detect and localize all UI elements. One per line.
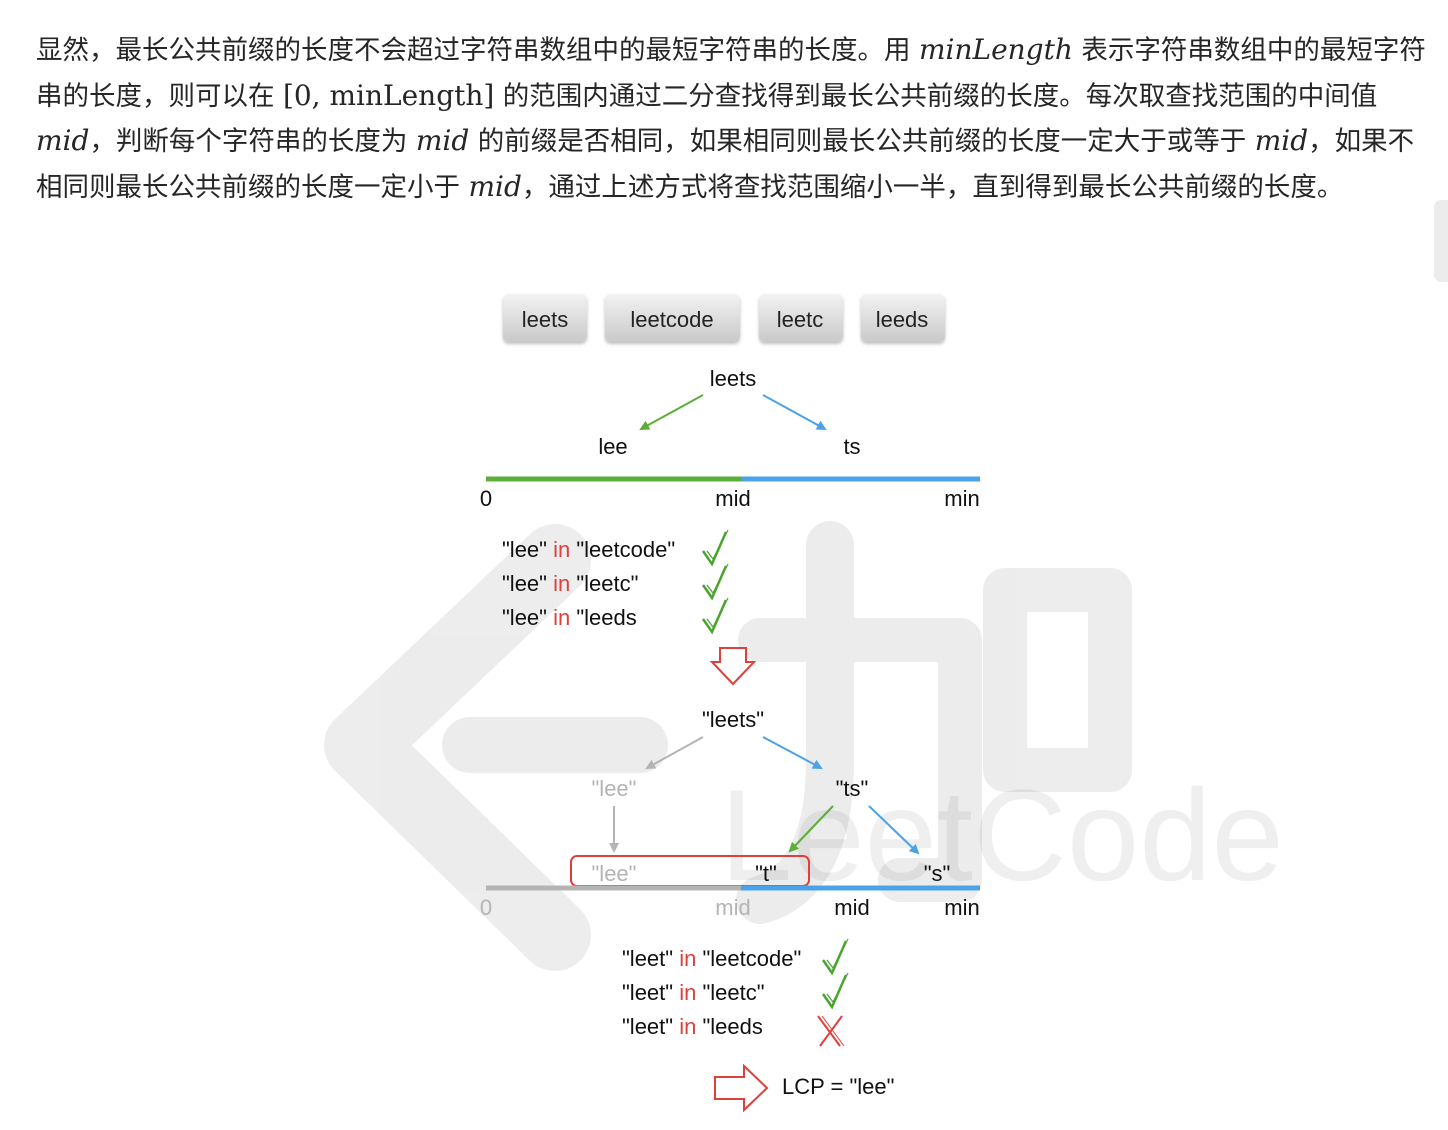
step2-right-label: "ts" [836,776,869,801]
word-label: leetc [777,307,823,332]
checkmark-icon-shadow [706,597,729,629]
step1-check-row-3: "lee" in "leeds [502,597,729,635]
step2-arrow-s [868,805,920,855]
step2-s-label: "s" [924,861,951,886]
down-arrow-icon [709,647,757,686]
word-box-3: leetc [759,294,843,342]
step2-root: "leets" [702,707,764,732]
step1-check-row-2: "lee" in "leetc" [502,563,729,601]
math-range: [0, minLength] [282,78,495,112]
word-label: leetcode [630,307,713,332]
step1-arrow-left [639,394,704,430]
step2-arrow-right [762,736,823,769]
step2-arrow-t [788,805,834,853]
checkmark-icon-shadow [826,972,849,1004]
word-label: leets [522,307,568,332]
checkmark-icon [821,940,848,976]
checkmark-icon-shadow [706,563,729,595]
axis-min: min [944,486,979,511]
word-box-4: leeds [861,294,945,342]
text-segment: ，判断每个字符串的长度为 [89,126,408,157]
step1-right-label: ts [843,434,860,459]
checkmark-icon-shadow [826,938,849,970]
svg-text:"lee" in "leetcode": "lee" in "leetcode" [502,537,675,562]
text-segment: ，如果不相同则最长公共前缀的长度一定小于 [36,126,1415,203]
math-mid: mid [36,124,90,157]
axis-zero: 0 [480,895,492,920]
step2-check-row-1: "leet" in "leetcode" [622,938,849,976]
step2-check-row-2: "leet" in "leetc" [622,972,849,1010]
step1-arrow-right [762,394,827,430]
text-segment: 表示字符串数组中的最短字符串的长度，则可以在 [36,35,1426,112]
text-segment: 的前缀是否相同，如果相同则最长公共前缀的长度一定大于或等于 [477,126,1247,157]
step2-arrow-left [645,736,704,769]
step1-check-row-1: "lee" in "leetcode" [502,529,729,567]
step2-left-label: "lee" [592,776,637,801]
step2-left-down-label: "lee" [592,861,637,886]
text-segment: 显然，最长公共前缀的长度不会超过字符串数组中的最短字符串的长度。用 [36,35,911,66]
axis-old-mid: mid [715,895,750,920]
word-label: leeds [876,307,929,332]
math-mid: mid [468,169,522,203]
math-mid: mid [1254,124,1309,157]
text-segment: ，通过上述方式将查找范围缩小一半，直到得到最长公共前缀的长度。 [521,171,1344,203]
text-segment: 的范围内通过二分查找得到最长公共前缀的长度。每次取查找范围的中间值 [502,80,1378,112]
scrollbar-thumb[interactable] [1434,200,1448,282]
svg-text:"lee" in "leetc": "lee" in "leetc" [502,571,638,596]
cross-icon [817,1015,845,1047]
svg-text:"leet" in "leeds: "leet" in "leeds [622,1014,763,1039]
math-mid: mid [415,124,470,157]
right-arrow-icon [714,1063,769,1113]
math-minlength: minLength [918,33,1073,66]
explanation-paragraph: 显然，最长公共前缀的长度不会超过字符串数组中的最短字符串的长度。用 minLen… [36,28,1431,210]
checkmark-icon [701,531,728,567]
leetcode-watermark [324,521,1132,971]
step2-t-label: "t" [755,861,777,886]
result-label: LCP = "lee" [782,1074,894,1099]
axis-zero: 0 [480,486,492,511]
svg-text:"leet" in "leetc": "leet" in "leetc" [622,980,765,1005]
step1-left-label: lee [598,434,627,459]
checkmark-icon [701,565,728,601]
axis-mid: mid [715,486,750,511]
checkmark-icon-shadow [706,529,729,561]
checkmark-icon [701,599,728,635]
word-box-2: leetcode [605,294,740,342]
watermark-en: LeetCode [720,762,1284,908]
svg-text:"leet" in "leetcode": "leet" in "leetcode" [622,946,801,971]
word-box-1: leets [503,294,587,342]
step1-root: leets [710,366,756,391]
step2-check-row-3: "leet" in "leeds [622,1014,845,1047]
axis-mid: mid [834,895,869,920]
svg-text:"lee" in "leeds: "lee" in "leeds [502,605,637,630]
checkmark-icon [821,974,848,1010]
axis-min: min [944,895,979,920]
